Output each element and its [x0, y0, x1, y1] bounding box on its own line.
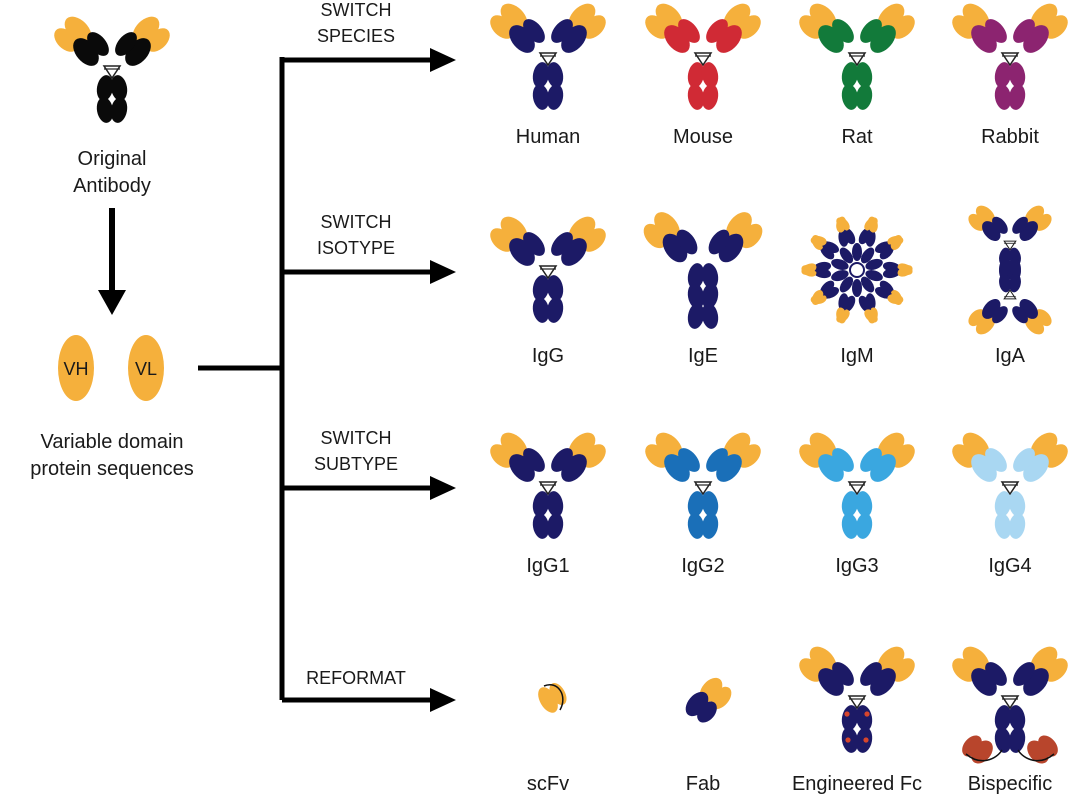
- variant-cell: IgG1: [490, 432, 606, 577]
- vh-label: VH: [63, 359, 88, 379]
- variant-label: IgG: [532, 345, 564, 367]
- original-label-line1: Original: [78, 148, 147, 170]
- variant-cell: scFv: [527, 683, 569, 795]
- variant-cell: Rat: [799, 3, 915, 148]
- variant-label: Fab: [686, 773, 720, 795]
- fab-icon: [685, 677, 732, 723]
- variant-cell: Mouse: [645, 3, 761, 148]
- bispecific-icon: [952, 646, 1068, 764]
- variant-cell: IgE: [643, 212, 763, 367]
- variant-label: Engineered Fc: [792, 773, 922, 795]
- variant-cell: IgG2: [645, 432, 761, 577]
- rabbit-igg-icon: [952, 3, 1068, 110]
- variant-label: IgG2: [681, 555, 724, 577]
- igg2-icon: [645, 432, 761, 539]
- branch-labels: SWITCH SPECIES SWITCH ISOTYPE SWITCH SUBTYPE R…: [306, 0, 406, 688]
- variant-label: Rat: [841, 126, 873, 148]
- engineered-fc-icon: [799, 646, 915, 753]
- vl-domain: VL: [128, 335, 164, 401]
- branch-arrow: [282, 260, 456, 284]
- igg-icon: [490, 216, 606, 323]
- branch-label-line2: SPECIES: [317, 26, 395, 46]
- variant-label: Rabbit: [981, 126, 1039, 148]
- down-arrow: [98, 208, 126, 315]
- variant-cell: Engineered Fc: [792, 646, 922, 795]
- variant-label: IgA: [995, 345, 1026, 367]
- branch-label-line1: SWITCH: [321, 212, 392, 232]
- branch-label-line2: ISOTYPE: [317, 238, 395, 258]
- variant-cell: Bispecific: [952, 646, 1068, 795]
- branch-label-line1: SWITCH: [321, 0, 392, 20]
- variant-label: IgG1: [526, 555, 569, 577]
- scfv-icon: [538, 683, 567, 713]
- vl-label: VL: [135, 359, 157, 379]
- variant-cell: IgG3: [799, 432, 915, 577]
- branch-label-line1: SWITCH: [321, 428, 392, 448]
- branch-arrow: [282, 476, 456, 500]
- variant-cell: Fab: [685, 677, 732, 795]
- variant-label: IgG3: [835, 555, 878, 577]
- variant-cell: IgA: [968, 205, 1052, 367]
- variant-cell: IgM: [801, 216, 913, 367]
- ige-icon: [643, 212, 763, 329]
- vh-domain: VH: [58, 335, 94, 401]
- branch-label-line1: REFORMAT: [306, 668, 406, 688]
- variant-label: Human: [516, 126, 580, 148]
- variant-label: Mouse: [673, 126, 733, 148]
- iga-dimer-icon: [968, 205, 1052, 335]
- branch-label-line2: SUBTYPE: [314, 454, 398, 474]
- variant-cell: IgG4: [952, 432, 1068, 577]
- mouse-igg-icon: [645, 3, 761, 110]
- igg3-icon: [799, 432, 915, 539]
- branch-arrow: [282, 48, 456, 72]
- variant-label: IgM: [840, 345, 873, 367]
- branch-arrow: [282, 688, 456, 712]
- variant-label: Bispecific: [968, 773, 1052, 795]
- variant-cell: Rabbit: [952, 3, 1068, 148]
- branch-tree: [198, 57, 285, 700]
- igm-pentamer-icon: [801, 216, 913, 324]
- variant-cell: IgG: [490, 216, 606, 367]
- original-antibody-icon: [54, 16, 170, 123]
- variant-label: IgG4: [988, 555, 1031, 577]
- igg1-icon: [490, 432, 606, 539]
- sequences-label-line2: protein sequences: [30, 458, 193, 480]
- original-label-line2: Antibody: [73, 175, 151, 197]
- branch-arrows: [282, 48, 456, 712]
- sequences-label-line1: Variable domain: [40, 431, 183, 453]
- variant-label: IgE: [688, 345, 718, 367]
- human-igg-icon: [490, 3, 606, 110]
- rat-igg-icon: [799, 3, 915, 110]
- variant-label: scFv: [527, 773, 569, 795]
- variant-cell: Human: [490, 3, 606, 148]
- igg4-icon: [952, 432, 1068, 539]
